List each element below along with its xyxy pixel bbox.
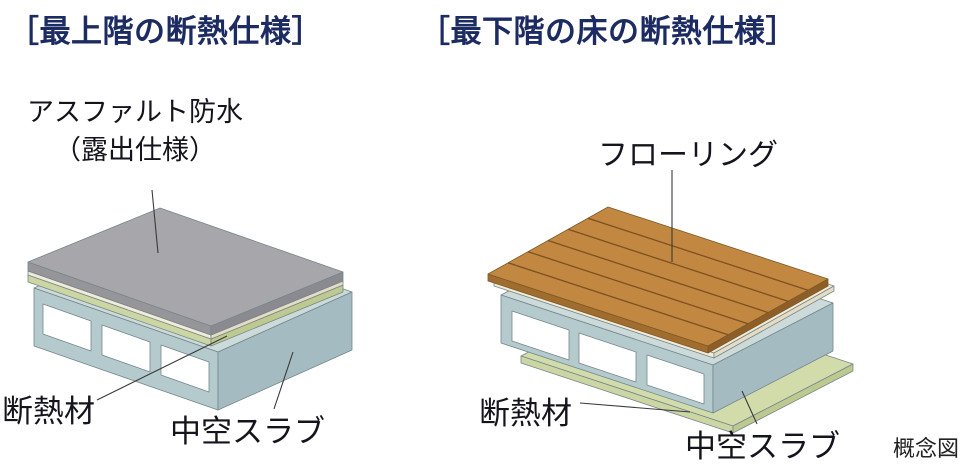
hollow-core	[101, 324, 151, 373]
leader-line-asphalt	[151, 189, 159, 254]
slab-right-face	[712, 302, 834, 414]
bottom-floor-diagram	[487, 206, 854, 434]
plank-seam-line	[567, 228, 789, 302]
label-hollow-slab-right: 中空スラブ	[685, 429, 840, 464]
label-asphalt-line2: （露出仕様）	[54, 134, 216, 165]
hollow-core	[160, 344, 210, 393]
top-floor-diagram	[27, 207, 353, 411]
label-asphalt-line1: アスファルト防水	[27, 97, 243, 127]
hollow-core	[511, 310, 570, 361]
label-flooring: フローリング	[598, 139, 778, 172]
page-title-bottom-floor: ［最下階の床の断熱仕様］	[419, 14, 797, 49]
label-asphalt-waterproofing: アスファルト防水 （露出仕様）	[24, 94, 246, 170]
leader-line-slab-left	[273, 351, 294, 410]
asphalt-top-face	[27, 207, 344, 327]
insulation-sheet-right-band	[732, 363, 854, 434]
label-insulation-right: 断熱材	[479, 396, 572, 431]
hollow-core	[42, 303, 92, 352]
leader-line-insulation-left	[96, 335, 228, 401]
cream-layer-right-band	[713, 285, 835, 359]
plank-seam-line	[547, 239, 769, 314]
leader-line-insulation-right	[579, 402, 691, 413]
hollow-core	[578, 332, 637, 383]
plank-seam-line	[587, 217, 809, 291]
hollow-core	[646, 354, 705, 405]
footnote-conceptual-diagram: 概念図	[893, 436, 960, 461]
plank-seam-line	[507, 262, 729, 336]
page-title-top-floor: ［最上階の断熱仕様］	[8, 14, 323, 49]
label-insulation-left: 断熱材	[2, 394, 95, 429]
slab-right-face	[217, 291, 353, 411]
flooring-plank-seams	[507, 217, 809, 336]
label-hollow-slab-left: 中空スラブ	[170, 414, 325, 449]
leader-line-slab-right	[741, 390, 758, 425]
leader-lines	[96, 170, 758, 425]
plank-seam-line	[527, 251, 749, 325]
